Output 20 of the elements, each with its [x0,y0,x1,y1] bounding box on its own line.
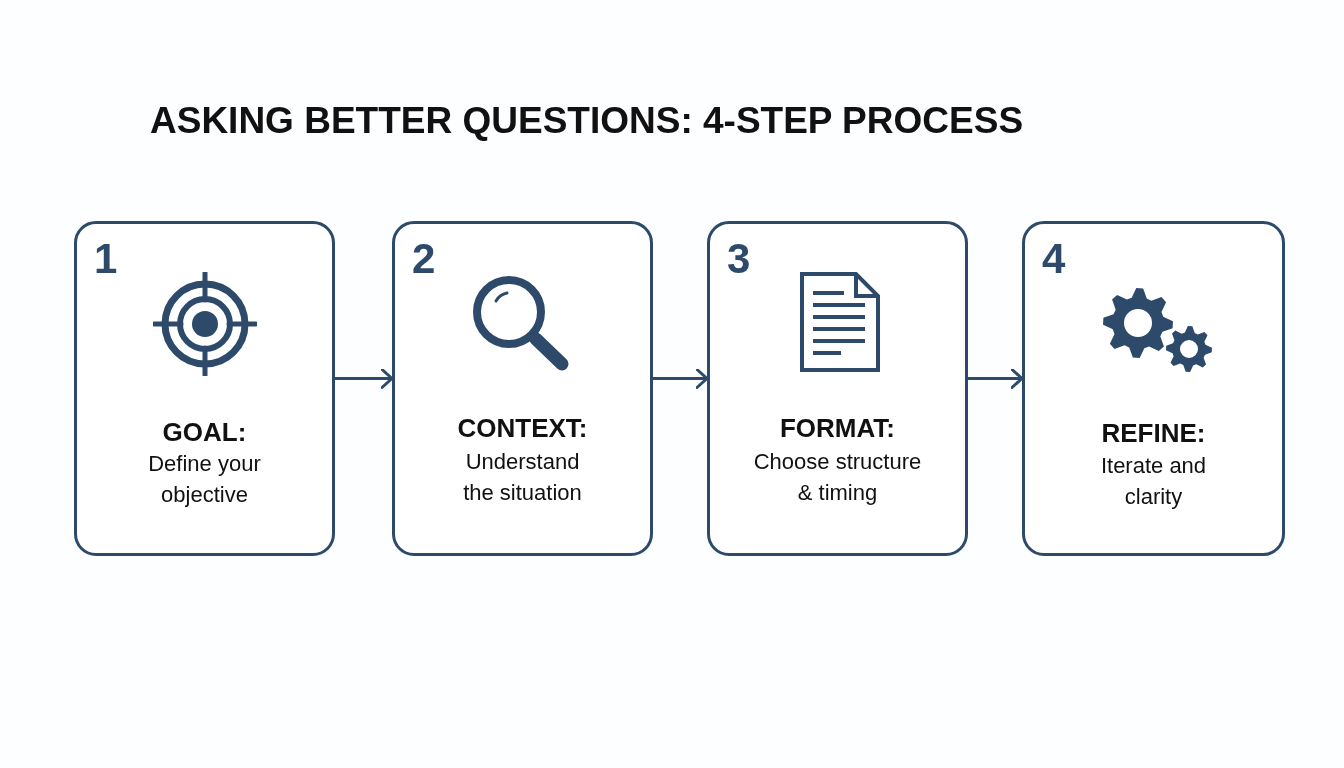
step-description: Define your objective [147,450,262,509]
step-description: Choose structure & timing [752,448,923,507]
step-heading: REFINE: [1100,418,1207,449]
title: ASKING BETTER QUESTIONS: 4-STEP PROCESS [150,100,1024,142]
step-heading: FORMAT: [778,413,896,444]
step-description: Understand the situation [462,448,583,507]
step-description: Iterate and clarity [1099,452,1208,511]
step-heading: CONTEXT: [456,413,589,444]
arrow [968,368,1024,389]
step-card [74,221,335,556]
arrow [653,368,709,389]
step-card [1022,221,1285,556]
step-heading: GOAL: [161,417,248,448]
step-number: 3 [727,238,751,280]
step-number: 1 [94,238,118,280]
step-card [392,221,653,556]
arrow [335,368,394,389]
step-number: 4 [1042,238,1066,280]
step-card [707,221,968,556]
step-number: 2 [412,238,436,280]
